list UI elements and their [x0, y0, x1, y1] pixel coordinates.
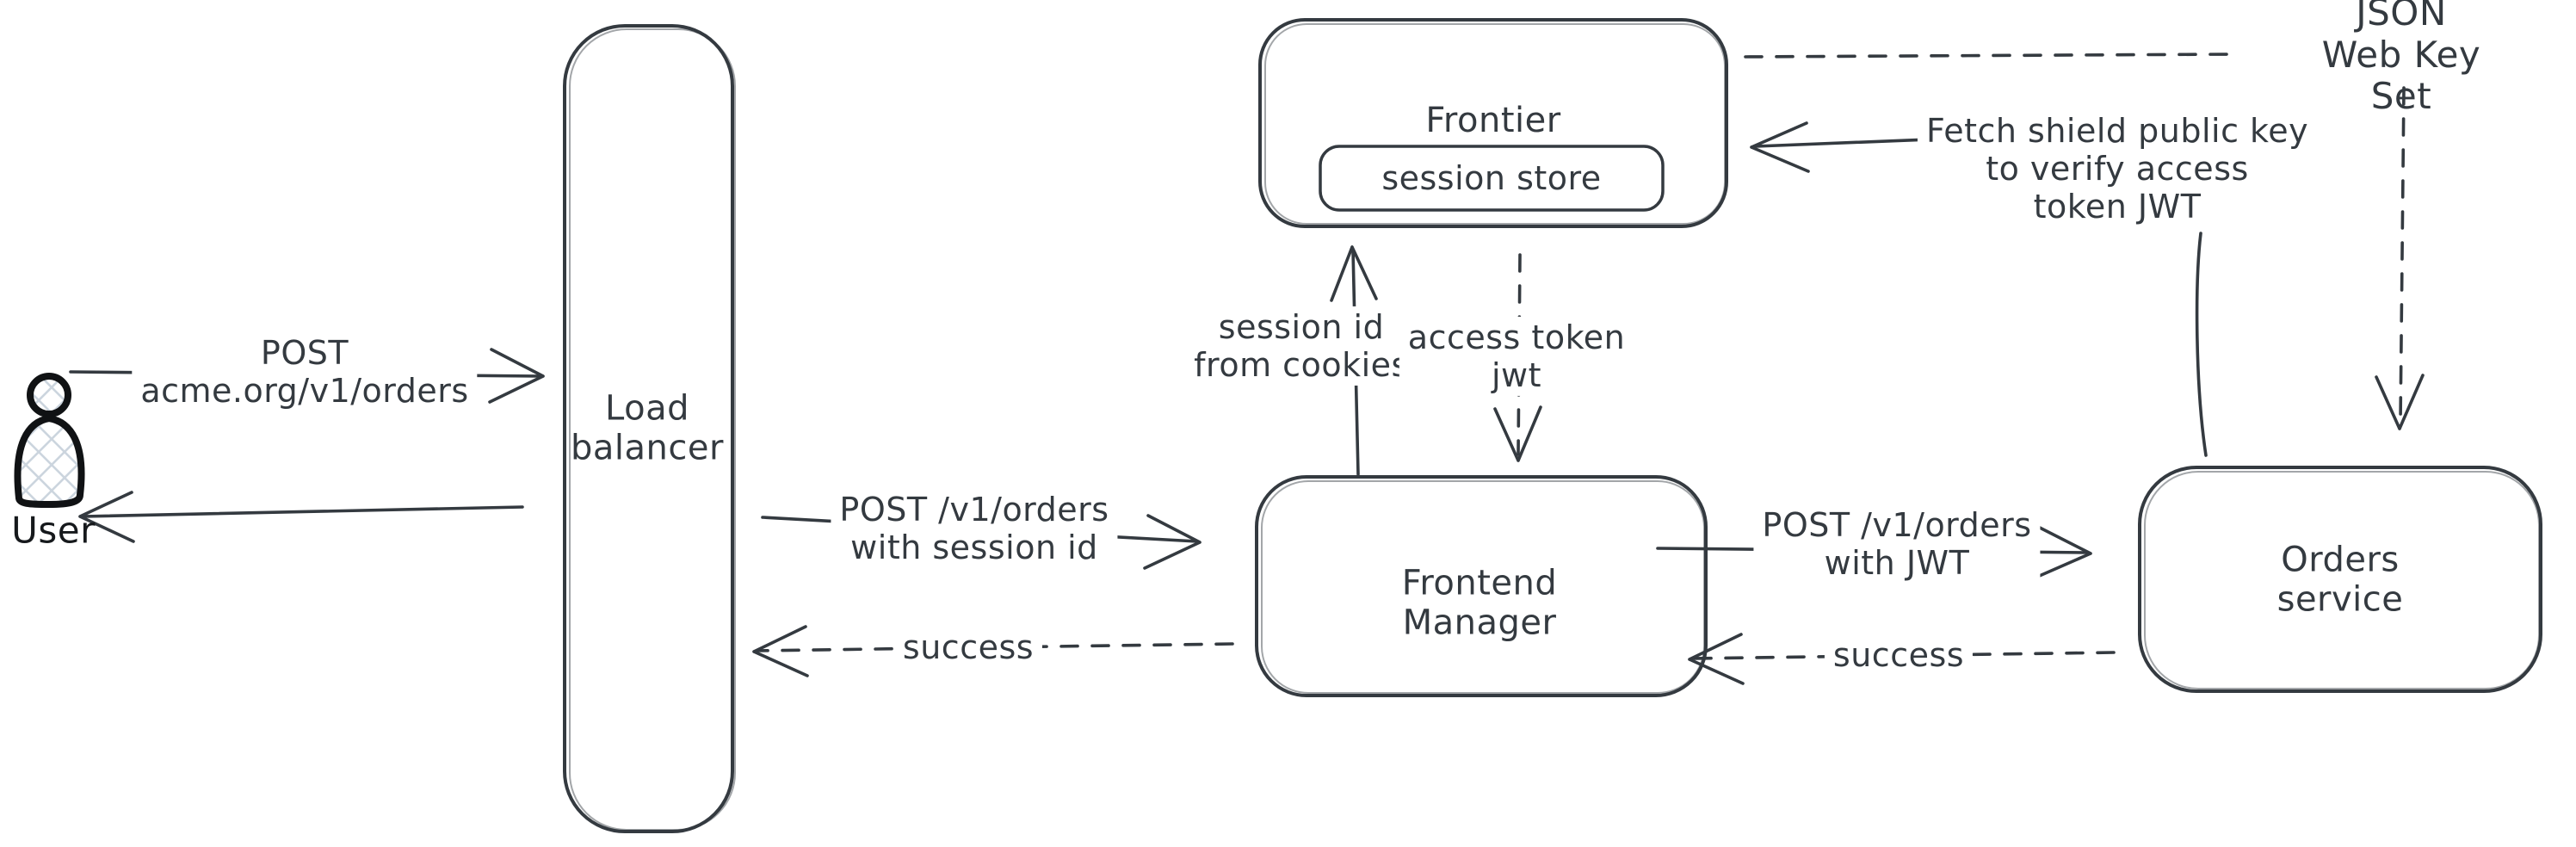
jwks-label: JSON Web Key Set — [2321, 0, 2481, 118]
orders-service-box-sketch — [2144, 471, 2540, 689]
edge-label-session-id-cookies: session id from cookies — [1185, 306, 1418, 386]
person-body — [14, 414, 85, 509]
frontier-box — [1258, 18, 1728, 228]
session-store-label: session store — [1381, 158, 1602, 197]
load-balancer-label: Load balancer — [571, 388, 724, 468]
orders-service-box — [2138, 466, 2542, 693]
frontend-manager-box — [1255, 475, 1708, 697]
session-store-box — [1319, 145, 1665, 212]
frontend-manager-label: Frontend Manager — [1401, 563, 1558, 643]
person-head — [27, 373, 71, 417]
edge-jwks-to-orders — [2375, 86, 2425, 430]
load-balancer-box-sketch — [569, 28, 736, 831]
person-icon — [14, 373, 85, 509]
orders-service-label: Orders service — [2276, 540, 2404, 620]
edge-label-post-orders-jwt: POST /v1/orders with JWT — [1753, 504, 2041, 584]
edge-label-fetch-shield-key: Fetch shield public key to verify access… — [1917, 109, 2318, 228]
frontier-label: Frontier — [1425, 100, 1561, 140]
load-balancer-box — [563, 24, 734, 833]
edge-label-access-token-jwt: access token jwt — [1399, 316, 1634, 397]
edge-label-post-orders-session-id: POST /v1/orders with session id — [831, 488, 1118, 569]
frontend-manager-box-sketch — [1261, 480, 1705, 694]
user-label: User — [11, 509, 96, 552]
edge-fm-to-lb — [752, 625, 1234, 677]
edge-label-success-lb: success — [893, 626, 1043, 669]
frontier-box-sketch — [1264, 23, 1726, 225]
edge-lb-to-user — [78, 491, 524, 543]
edge-orders-to-fm — [1688, 633, 2116, 685]
edge-frontier-to-jwks — [1744, 53, 2231, 59]
edge-label-post-acme-orders: POST acme.org/v1/orders — [132, 331, 478, 412]
edge-label-success-orders: success — [1824, 634, 1974, 677]
